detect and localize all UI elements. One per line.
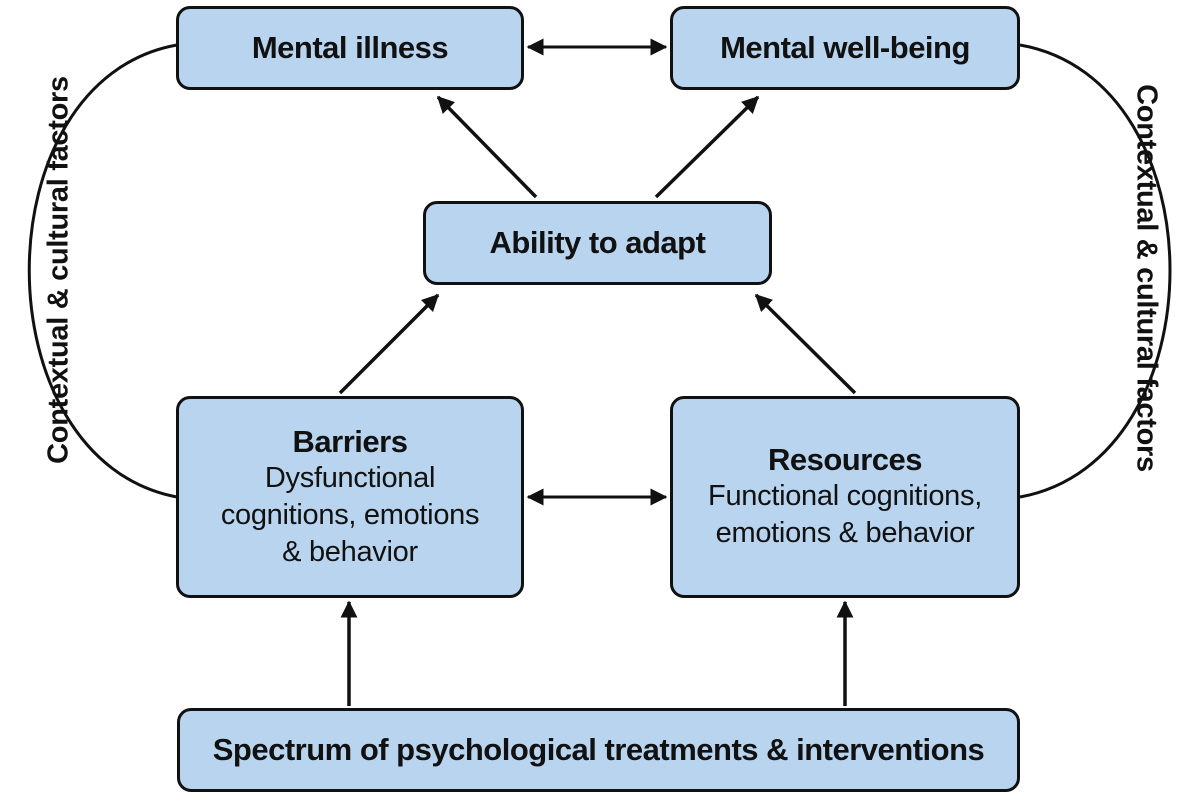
node-mental-illness: Mental illness: [176, 6, 524, 90]
node-title: Mental illness: [251, 30, 449, 65]
node-title: Ability to adapt: [489, 225, 706, 260]
arrow-resources-to-ability: [754, 293, 857, 395]
node-text-line: Functional cognitions,: [708, 480, 982, 512]
node-text-line: cognitions, emotions: [220, 498, 480, 531]
right-context-arc: [1019, 43, 1172, 499]
node-ability-to-adapt: Ability to adapt: [423, 201, 772, 285]
left-context-arc: [27, 43, 178, 499]
node-title: Mental well-being: [720, 30, 970, 65]
arrow-ability-to-wellbeing: [654, 95, 760, 199]
arrow-ability-to-illness: [436, 95, 538, 199]
node-title: Spectrum of psychological treatments & i…: [212, 732, 985, 767]
side-label-left: Contextual & cultural factors: [42, 76, 75, 464]
side-label-right: Contextual & cultural factors: [1130, 84, 1163, 472]
arrow-barriers-to-ability: [338, 293, 440, 395]
node-text-line: & behavior: [282, 535, 418, 568]
node-resources: Resources Functional cognitions, emotion…: [670, 396, 1020, 598]
node-treatments: Spectrum of psychological treatments & i…: [177, 708, 1020, 792]
node-mental-wellbeing: Mental well-being: [670, 6, 1020, 90]
node-title: Barriers: [292, 423, 408, 459]
node-title: Resources: [767, 442, 923, 477]
node-text-line: emotions & behavior: [715, 517, 975, 549]
node-text-line: Dysfunctional: [264, 461, 436, 494]
node-barriers: Barriers Dysfunctional cognitions, emoti…: [176, 396, 524, 598]
